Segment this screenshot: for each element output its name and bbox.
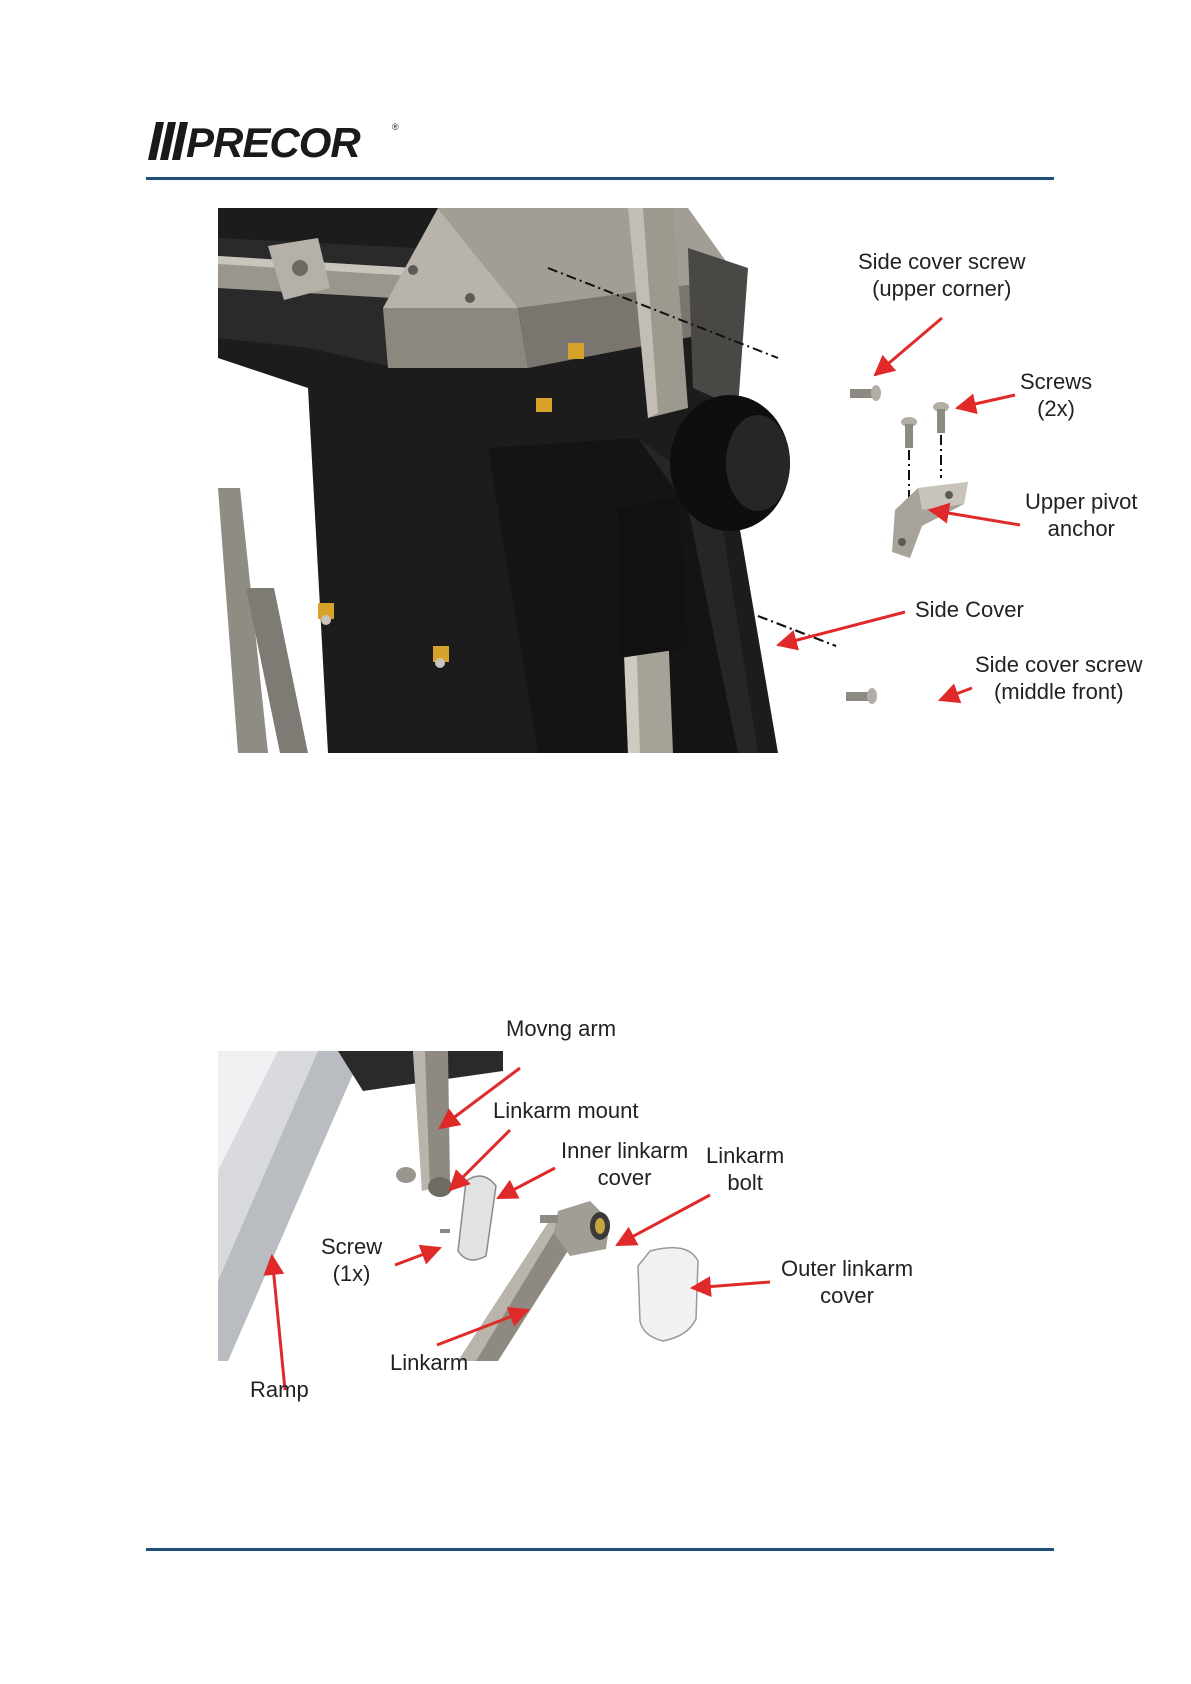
label-side-cover-screw-middle: Side cover screw (middle front) bbox=[975, 651, 1143, 705]
label-screws-2x: Screws (2x) bbox=[1020, 368, 1092, 422]
label-ramp: Ramp bbox=[250, 1376, 309, 1403]
figure1-callout-arrows bbox=[0, 0, 1191, 760]
label-side-cover-screw-upper: Side cover screw (upper corner) bbox=[858, 248, 1026, 302]
label-outer-linkarm-cover: Outer linkarm cover bbox=[781, 1255, 913, 1309]
label-inner-linkarm-cover: Inner linkarm cover bbox=[561, 1137, 688, 1191]
label-linkarm: Linkarm bbox=[390, 1349, 468, 1376]
figure2-callout-arrows bbox=[0, 1020, 1191, 1440]
label-moving-arm: Movng arm bbox=[506, 1015, 616, 1042]
label-side-cover: Side Cover bbox=[915, 596, 1024, 623]
label-linkarm-mount: Linkarm mount bbox=[493, 1097, 639, 1124]
footer-rule bbox=[146, 1548, 1054, 1551]
label-screw-1x: Screw (1x) bbox=[321, 1233, 382, 1287]
label-linkarm-bolt: Linkarm bolt bbox=[706, 1142, 784, 1196]
label-upper-pivot-anchor: Upper pivot anchor bbox=[1025, 488, 1138, 542]
